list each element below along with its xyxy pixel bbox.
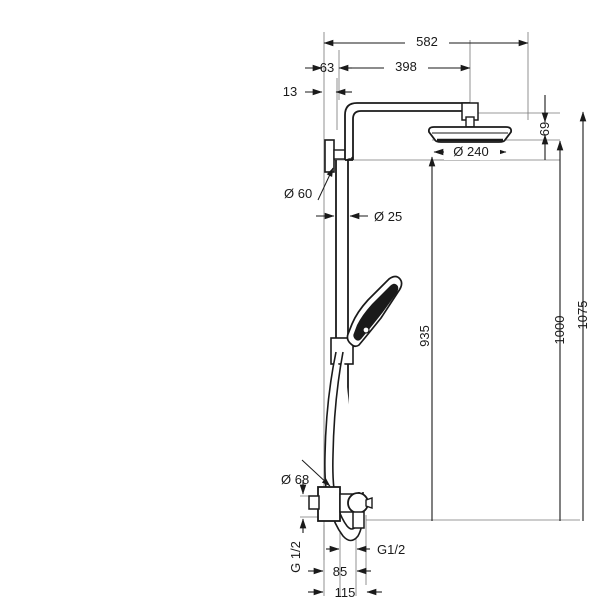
dim-label-60: Ø 60: [284, 186, 312, 201]
dim-label-115: 115: [335, 585, 356, 600]
dim-label-398: 398: [395, 59, 417, 74]
dim-label-g12-bottom: G1/2: [377, 542, 405, 557]
dim-label-1000: 1000: [552, 316, 567, 345]
thermostatic-mixer-valve: [308, 486, 373, 529]
hand-shower: [346, 275, 403, 348]
dim-label-85: 85: [333, 564, 347, 579]
dim-label-69: 69: [537, 122, 552, 136]
dim-label-935: 935: [417, 325, 432, 347]
overhead-shower-head: [427, 126, 513, 143]
dim-label-240: Ø 240: [453, 144, 488, 159]
dim-60-leader: [317, 167, 334, 201]
dim-label-1075: 1075: [575, 301, 590, 330]
dim-label-582: 582: [416, 34, 438, 49]
product-outline: [308, 102, 513, 542]
shower-arm: [344, 102, 479, 161]
dim-label-63: 63: [320, 60, 334, 75]
dim-68-leader: [301, 459, 331, 487]
dim-label-25: Ø 25: [374, 209, 402, 224]
dim-label-13: 13: [283, 84, 297, 99]
dim-label-g12-left: G 1/2: [288, 541, 303, 573]
dimension-labels: 582 398 63 13 Ø 240 69 Ø 60 Ø 25 935 100…: [281, 33, 590, 600]
dim-label-68: Ø 68: [281, 472, 309, 487]
